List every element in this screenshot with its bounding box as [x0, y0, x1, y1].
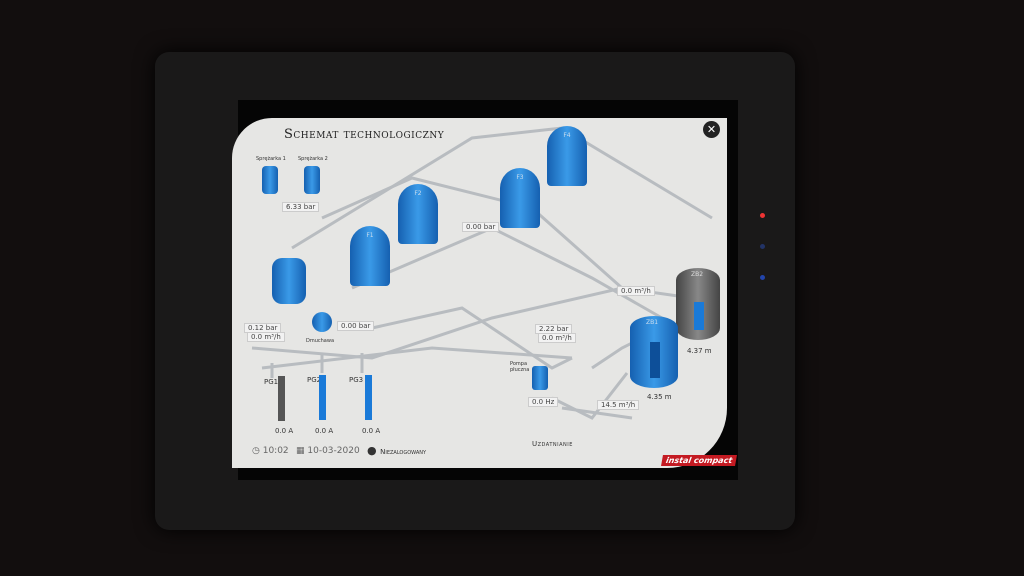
- compressor-2-label: Sprężarka 2: [298, 156, 328, 162]
- filter-f2-label: F2: [414, 190, 422, 197]
- power-led: [760, 213, 765, 218]
- well-pg1-current: 0.0 A: [275, 427, 294, 435]
- filter-f1[interactable]: F1: [350, 226, 390, 286]
- wash-pump-frequency: 0.0 Hz: [528, 397, 559, 407]
- blower-pressure: 0.00 bar: [337, 321, 375, 331]
- tank-zb1-level-bar: [650, 342, 660, 378]
- tank-zb2-level: 4.37 m: [687, 347, 712, 355]
- blower-label: Dmuchawa: [306, 338, 335, 344]
- well-pg2[interactable]: [319, 375, 326, 420]
- well-pg3[interactable]: [365, 375, 372, 420]
- page-title: Schemat technologiczny: [284, 127, 445, 142]
- compressor-1-label: Sprężarka 1: [256, 156, 286, 162]
- inlet-flow: 0.0 m³/h: [247, 332, 285, 342]
- clock: ◷ 10:02: [252, 446, 289, 456]
- section-label: Uzdatnianie: [532, 440, 573, 448]
- user-name: Niezalogowany: [380, 448, 427, 456]
- filter-f3[interactable]: F3: [500, 168, 540, 228]
- tank-zb2[interactable]: ZB2: [676, 268, 720, 340]
- tank-zb2-label: ZB2: [691, 271, 704, 278]
- user-icon: ●: [367, 444, 381, 457]
- date-value: 10-03-2020: [307, 446, 360, 456]
- brand-logo: instal compact: [661, 455, 738, 466]
- filter-f4[interactable]: F4: [547, 126, 587, 186]
- date: ▦ 10-03-2020: [296, 446, 360, 456]
- wash-pump-flow: 0.0 m³/h: [538, 333, 576, 343]
- user-status[interactable]: ● Niezalogowany: [367, 444, 426, 457]
- blower[interactable]: [312, 312, 332, 332]
- well-pg1[interactable]: [278, 376, 285, 421]
- outlet-flow: 14.5 m³/h: [597, 400, 640, 410]
- hydrophore-tank[interactable]: [272, 258, 306, 304]
- well-pg2-label: PG2: [307, 376, 322, 384]
- filter-f3-label: F3: [516, 174, 524, 181]
- wash-pump[interactable]: [532, 366, 548, 390]
- tank-zb1[interactable]: ZB1: [630, 316, 678, 388]
- status-led: [760, 244, 765, 249]
- filter-f1-label: F1: [366, 232, 374, 239]
- filter-f2[interactable]: F2: [398, 184, 438, 244]
- tank-inlet-flow: 0.0 m³/h: [617, 286, 655, 296]
- compressor-1[interactable]: [262, 166, 278, 194]
- compressor-pressure: 6.33 bar: [282, 202, 320, 212]
- tank-zb1-level: 4.35 m: [647, 393, 672, 401]
- status-led: [760, 275, 765, 280]
- close-button[interactable]: ✕: [703, 121, 720, 138]
- calendar-icon: ▦: [296, 446, 308, 456]
- clock-icon: ◷: [252, 446, 263, 456]
- tank-zb1-label: ZB1: [646, 319, 659, 326]
- tank-zb2-level-bar: [694, 302, 704, 330]
- well-pg3-label: PG3: [349, 376, 364, 384]
- time-value: 10:02: [262, 446, 289, 456]
- well-pg2-current: 0.0 A: [315, 427, 334, 435]
- well-pg3-current: 0.0 A: [362, 427, 381, 435]
- filter-f4-label: F4: [563, 132, 571, 139]
- well-pg1-label: PG1: [264, 378, 279, 386]
- compressor-2[interactable]: [304, 166, 320, 194]
- filter-pressure: 0.00 bar: [462, 222, 500, 232]
- wash-pump-label: Pompa płuczna: [510, 361, 530, 373]
- hmi-screen: Schemat technologiczny ✕ Sprężarka 1 Spr…: [232, 118, 727, 468]
